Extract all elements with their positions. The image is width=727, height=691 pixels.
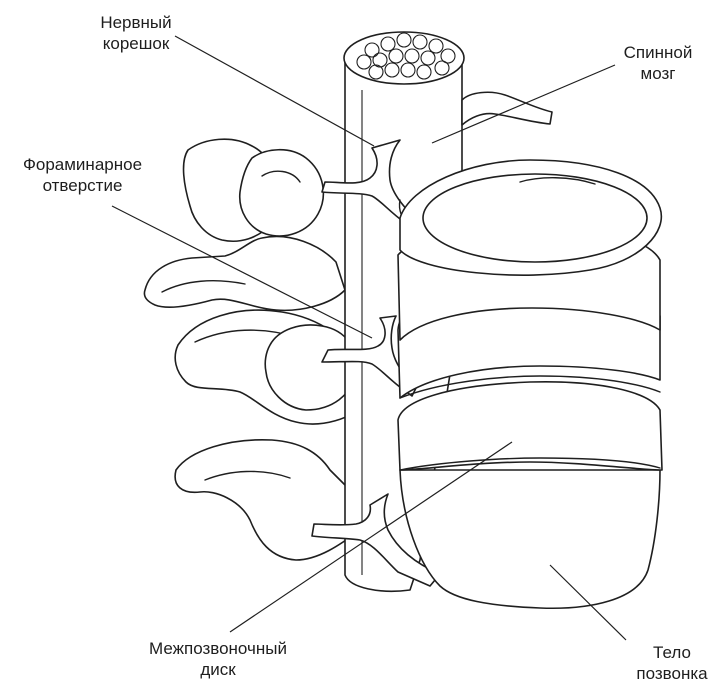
label-vertebral-body: Тело позвонка xyxy=(622,642,722,684)
label-nerve-root-line1: Нервный xyxy=(86,12,186,33)
label-vertebral-body-line2: позвонка xyxy=(622,663,722,684)
top-endplate xyxy=(423,174,647,262)
label-nerve-root-line2: корешок xyxy=(86,33,186,54)
label-disc: Межпозвоночный диск xyxy=(128,638,308,680)
lower-disc xyxy=(398,382,662,470)
label-vertebral-body-line1: Тело xyxy=(622,642,722,663)
label-foramen-line1: Фораминарное xyxy=(10,154,155,175)
label-spinal-cord-line1: Спинной xyxy=(612,42,704,63)
middle-facet xyxy=(265,325,356,410)
label-disc-line2: диск xyxy=(128,659,308,680)
label-spinal-cord-line2: мозг xyxy=(612,63,704,84)
label-disc-line1: Межпозвоночный xyxy=(128,638,308,659)
label-spinal-cord: Спинной мозг xyxy=(612,42,704,84)
leader-nerve-root xyxy=(175,36,374,146)
lower-lamina xyxy=(175,440,360,560)
label-foramen: Фораминарное отверстие xyxy=(10,154,155,196)
label-foramen-line2: отверстие xyxy=(10,175,155,196)
upper-facet xyxy=(240,150,324,236)
label-nerve-root: Нервный корешок xyxy=(86,12,186,54)
